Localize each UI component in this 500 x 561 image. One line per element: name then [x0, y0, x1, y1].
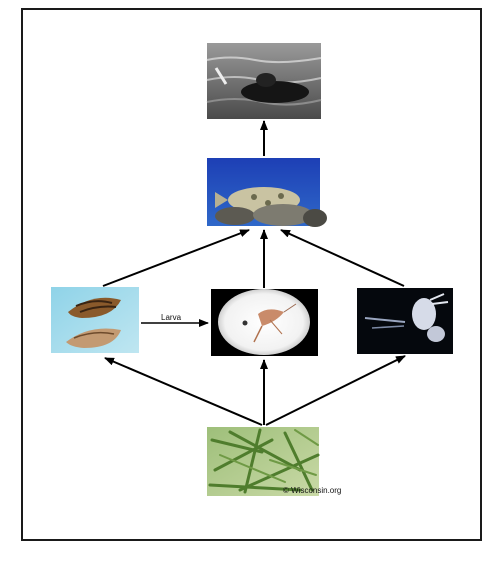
arrow-algae-to-crustacean — [265, 355, 406, 426]
algae-microscope-photo: © Wisconsin.org — [207, 427, 341, 496]
diagram-frame — [21, 8, 482, 541]
zooplankton-microscope-photo — [211, 289, 318, 356]
diving-bird-photo — [206, 43, 322, 119]
zebra-mussel-photo — [51, 287, 139, 353]
arrow-algae-to-mussel — [104, 357, 263, 426]
arrow-crustacean-to-fish — [280, 229, 405, 287]
fish-photo — [207, 158, 327, 227]
photo-credit: © Wisconsin.org — [283, 486, 341, 495]
arrow-mussel-to-fish — [102, 229, 250, 287]
larva-label: Larva — [161, 313, 182, 322]
crustacean-photo — [357, 288, 453, 354]
